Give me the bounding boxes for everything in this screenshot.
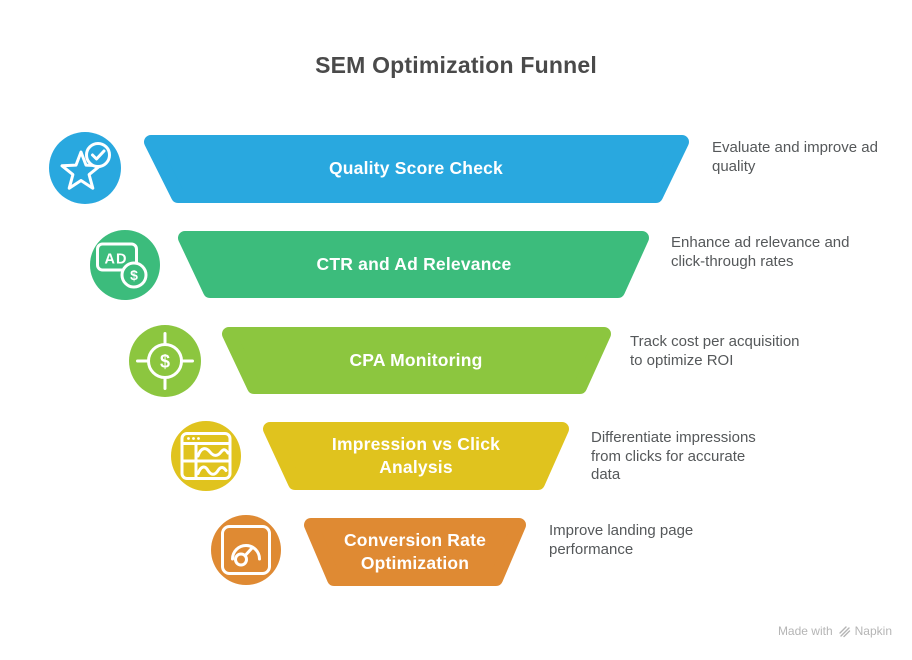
stage-label-cpa-monitoring: CPA Monitoring — [349, 349, 483, 370]
napkin-logo-icon — [838, 626, 850, 638]
funnel-stage-shape-4 — [263, 422, 569, 490]
funnel-stage-shape-2 — [178, 231, 649, 298]
stage-description-1: Evaluate and improve ad quality — [712, 139, 878, 175]
stage-description-4: Differentiate impressions from clicks fo… — [591, 429, 756, 483]
stage-label-conversion-rate: Conversion Rate Optimization — [343, 529, 487, 573]
ad-dollar-icon: AD $ — [89, 229, 161, 301]
stage-description-2: Enhance ad relevance and click-through r… — [671, 234, 850, 270]
stage-description-3: Track cost per acquisition to optimize R… — [630, 333, 800, 369]
svg-text:$: $ — [130, 267, 138, 283]
funnel-stage-shape-5 — [304, 518, 526, 586]
svg-text:AD: AD — [105, 252, 128, 268]
watermark: Made with Napkin — [778, 624, 892, 638]
funnel-stage-shape-1 — [144, 135, 689, 203]
page-title: SEM Optimization Funnel — [315, 52, 597, 78]
watermark-brand: Napkin — [854, 624, 892, 638]
stage-label-ctr-relevance: CTR and Ad Relevance — [316, 253, 512, 274]
svg-text:$: $ — [160, 352, 170, 372]
chart-window-icon — [170, 420, 242, 492]
star-check-icon — [49, 132, 121, 204]
gauge-icon — [210, 514, 282, 586]
funnel-stage-shape-3 — [222, 327, 611, 394]
stage-label-quality-score: Quality Score Check — [328, 158, 503, 179]
stage-description-5: Improve landing page performance — [549, 522, 694, 558]
watermark-prefix: Made with — [777, 624, 833, 638]
stage-label-impression-click: Impression vs Click Analysis — [331, 433, 501, 477]
dollar-target-icon: $ — [129, 325, 201, 397]
